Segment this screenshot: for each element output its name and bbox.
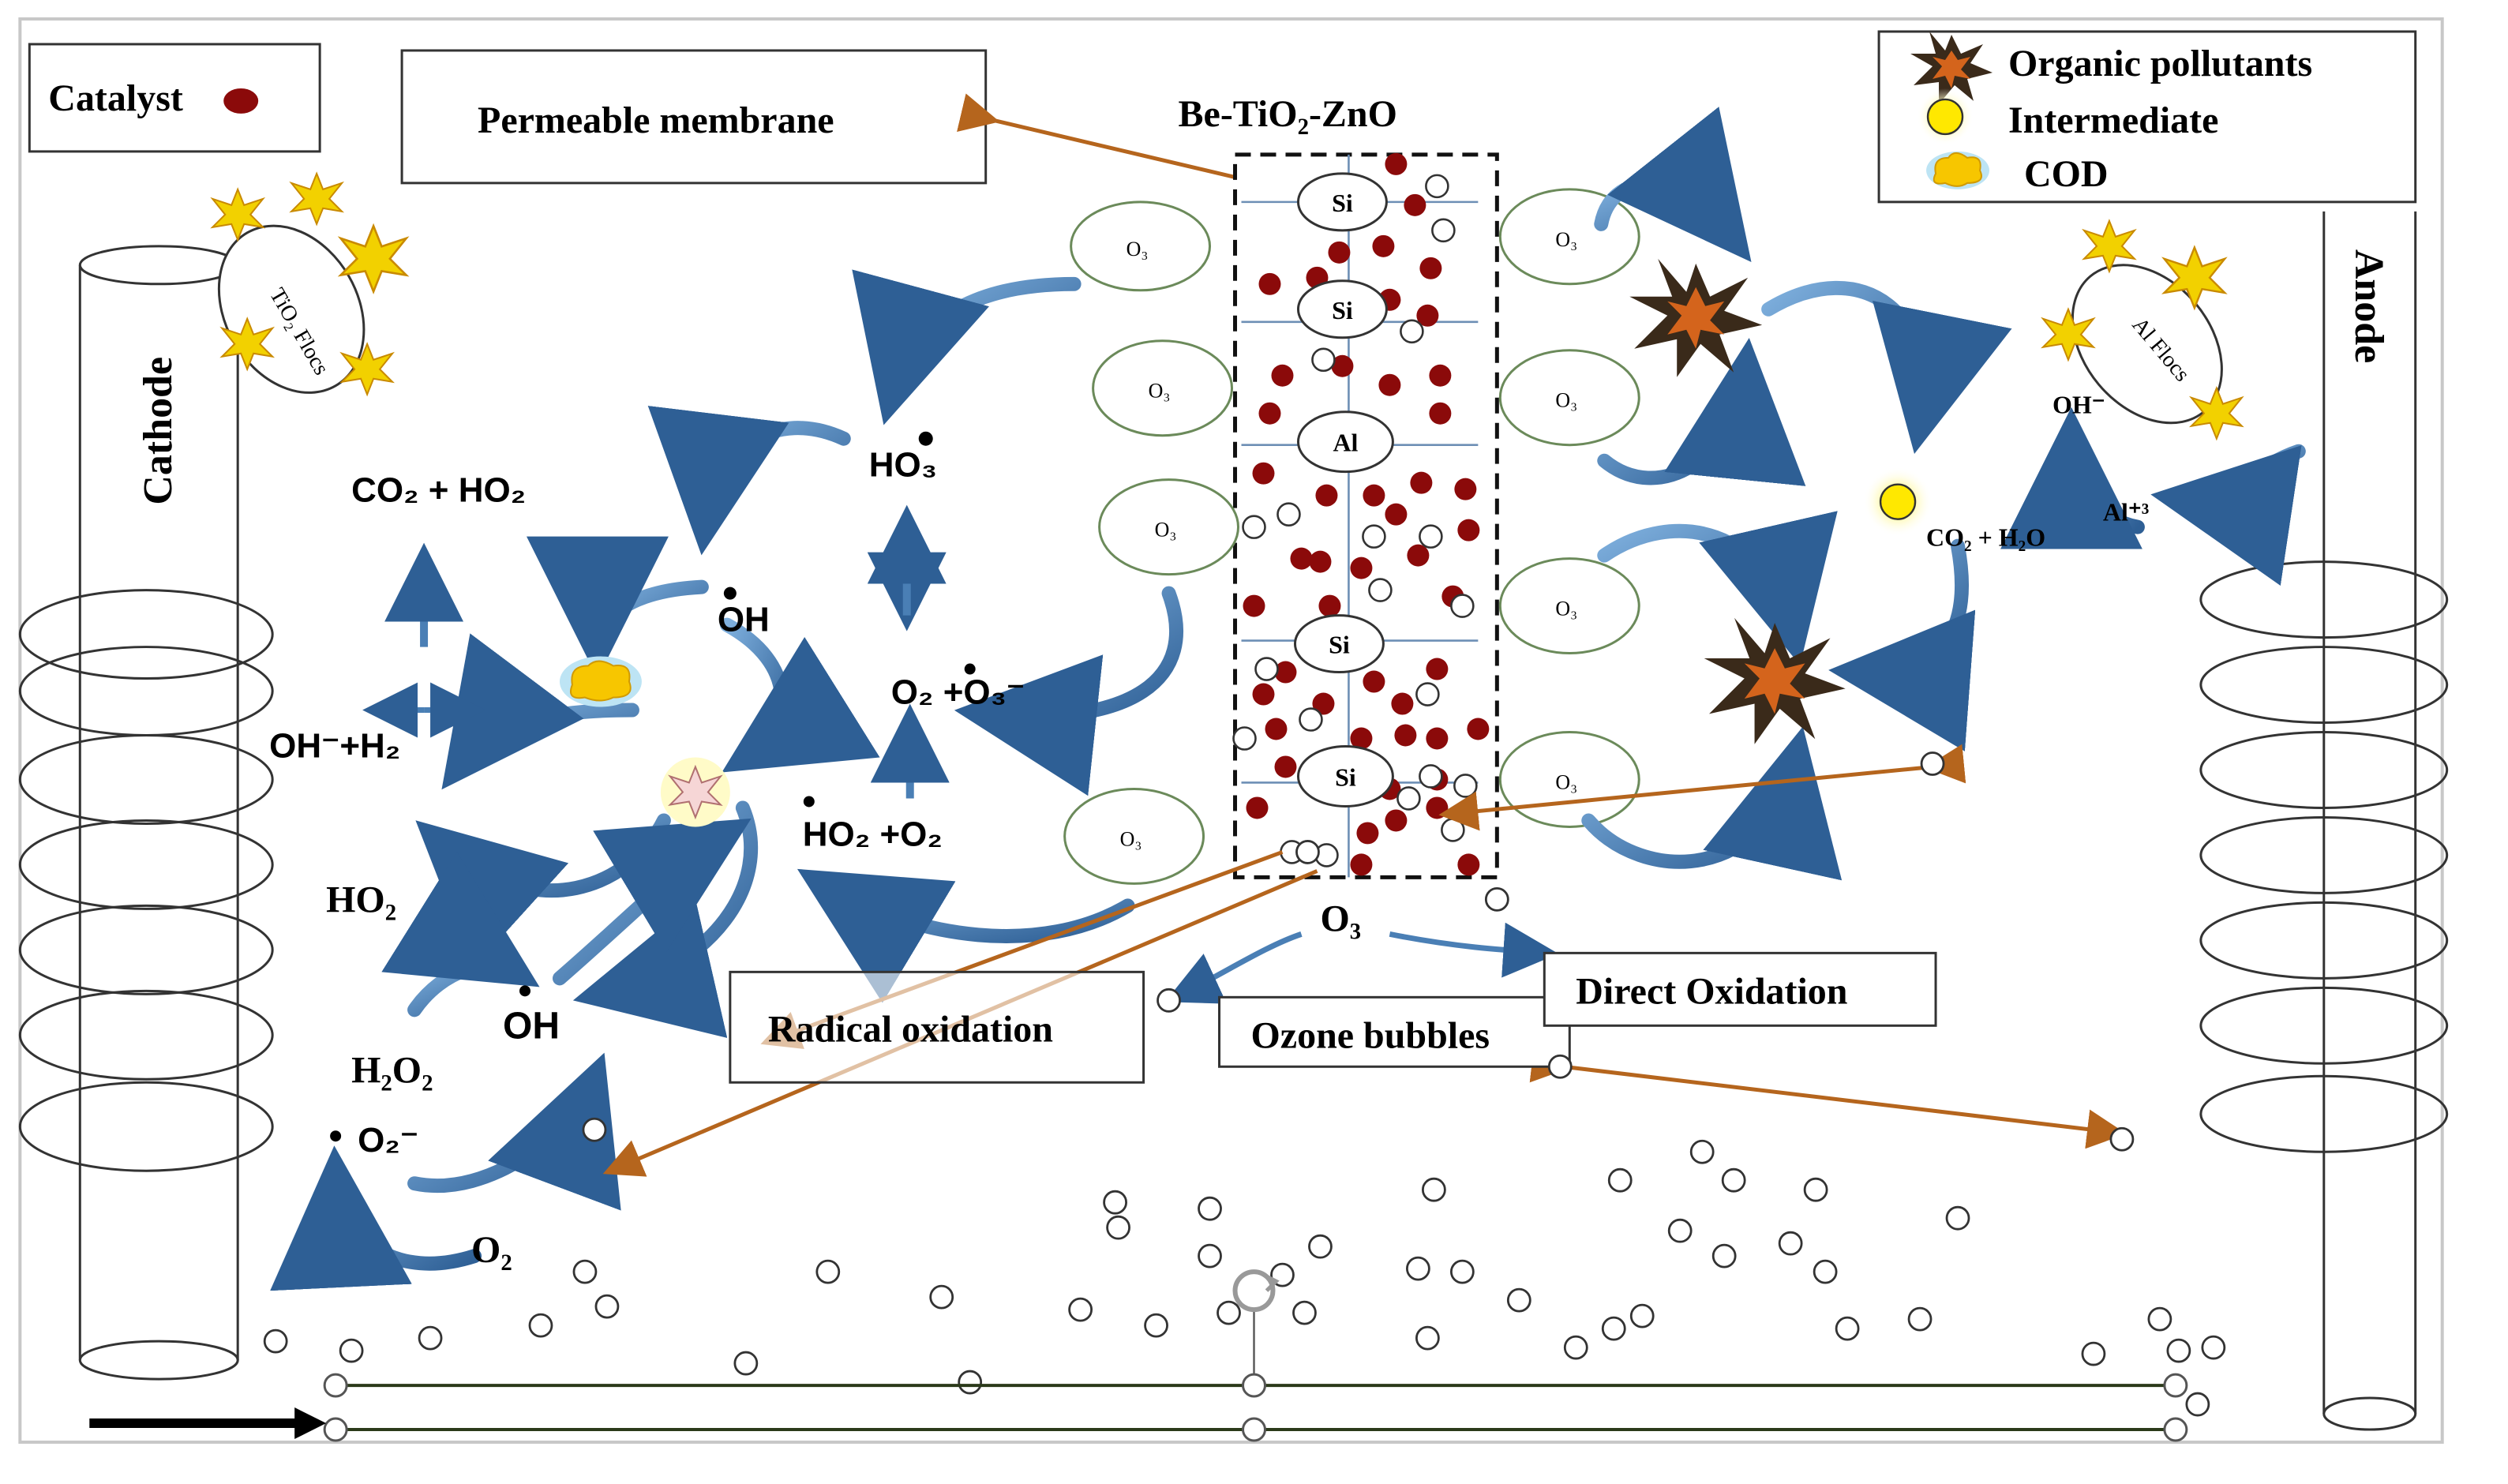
legend-organic-label: Organic pollutants [2008, 43, 2312, 84]
outer-frame [18, 17, 2444, 1445]
legend-intermediate-label: Intermediate [2008, 99, 2218, 141]
radical-dot [918, 431, 933, 446]
equilibrium-arrows [384, 504, 950, 799]
permeable-membrane-box: Permeable membrane [400, 49, 988, 185]
membrane-region: Si Si Al Si Si [1232, 152, 1499, 879]
organic-pollutant-bursts [1629, 258, 1846, 744]
ozone-ovals-left [1063, 200, 1240, 885]
ozone-oval-labels: O₃ O₃ O₃ O₃ O₃ O₃ O₃ O₃ [1120, 228, 1578, 851]
radical-oxidation-box: Radical oxidation [729, 970, 1145, 1084]
radical-dot [330, 1130, 342, 1142]
cathode-coil [18, 589, 274, 1172]
membrane-nodes: Si Si Al Si Si [1293, 172, 1394, 808]
label-o2: O₂ [471, 1229, 512, 1271]
cathode-electrode: Cathode [18, 245, 274, 1381]
material-label: Be-TiO₂-ZnO [1179, 93, 1397, 135]
label-co2-ho2: CO₂ + HO₂ [351, 471, 526, 510]
radical-dot [803, 796, 815, 808]
membrane-pointer-arrow [957, 93, 1281, 199]
intermediate-particle [1879, 483, 1917, 520]
cathode-label: Cathode [136, 357, 181, 505]
catalyst-icon [223, 88, 259, 114]
intermediate-icon [1926, 98, 1964, 136]
label-o2-o3: O₂ +O₃⁻ [891, 673, 1025, 712]
label-ho2: HO₂ [326, 879, 396, 920]
radical-dot [519, 985, 530, 997]
tio2-flocs: TiO₂ Flocs [217, 224, 366, 394]
anode-label: Anode [2346, 249, 2391, 363]
anode-coil [2199, 560, 2449, 1153]
organic-pollutant-icon [1910, 31, 1993, 104]
ozone-oval-label: O₃ [1149, 380, 1171, 403]
direct-oxidation-box: Direct Oxidation [1543, 951, 1937, 1027]
legend-cod-label: COD [2024, 153, 2109, 195]
ozone-oval-label: O₃ [1127, 238, 1149, 260]
rotate-handle-icon [1232, 1269, 1280, 1313]
ozone-oval-label: O₃ [1120, 827, 1142, 850]
permeable-membrane-label: Permeable membrane [478, 99, 834, 141]
radical-oxidation-label: Radical oxidation [768, 1008, 1053, 1050]
branch-arrows [362, 682, 1559, 1004]
catalyst-legend: Catalyst [28, 43, 321, 153]
ozone-oval-label: O₃ [1555, 598, 1577, 620]
radical-dot [964, 663, 976, 675]
floc-stars [210, 171, 2244, 441]
label-h2o2: H₂O₂ [351, 1049, 433, 1091]
membrane-node-2: Si [1332, 297, 1353, 324]
label-ho3: HO₃ [869, 446, 937, 485]
ozone-oval-label: O₃ [1555, 228, 1577, 251]
ozone-oval-label: O₃ [1555, 389, 1577, 412]
ozone-bubbles-label: Ozone bubbles [1251, 1014, 1490, 1056]
label-ho2-o2: HO₂ +O₂ [803, 815, 943, 853]
anode-electrode: Anode [2199, 211, 2449, 1431]
label-o2-radical: O₂⁻ [358, 1121, 418, 1160]
ozone-bubbles [263, 751, 2226, 1417]
label-oh-mid: OH [503, 1005, 560, 1047]
catalyst-label: Catalyst [48, 77, 183, 119]
membrane-node-5: Si [1335, 763, 1356, 791]
radical-dot [723, 586, 737, 600]
membrane-node-1: Si [1332, 189, 1353, 217]
pollutant-legend: Organic pollutants Intermediate COD [1877, 30, 2417, 204]
species-labels: CO₂ + HO₂ OH⁻+H₂ HO₂ H₂O₂ O₂⁻ O₂ OH OH H… [269, 392, 2149, 1271]
cod-icon [1926, 151, 1990, 189]
cod-cloud [559, 656, 642, 707]
reaction-burst [660, 757, 730, 827]
label-oh-anode: OH⁻ [2053, 392, 2105, 419]
label-co2-h2o: CO₂ + H₂O [1926, 524, 2045, 552]
inlet-arrow-icon [89, 1407, 327, 1440]
label-al3: Al⁺³ [2103, 499, 2149, 527]
catalyst-particles [1243, 152, 1490, 876]
ozone-oval-label: O₃ [1555, 770, 1577, 793]
membrane-node-3: Al [1333, 429, 1358, 457]
label-oh-top: OH [718, 601, 770, 639]
label-oh-h2: OH⁻+H₂ [269, 726, 400, 765]
ozone-bubbles-box: Ozone bubbles [1218, 995, 1571, 1068]
reaction-flow-arrows [270, 107, 2306, 1291]
ozone-oval-label: O₃ [1155, 519, 1177, 542]
direct-oxidation-label: Direct Oxidation [1576, 970, 1847, 1012]
ozone-ovals-right [1498, 188, 1640, 828]
membrane-node-4: Si [1329, 631, 1350, 659]
ozone-bubble-label: O₃ [1320, 898, 1361, 939]
bubbles-in-membrane [1232, 174, 1478, 868]
ozone-diffuser [323, 1269, 2188, 1442]
